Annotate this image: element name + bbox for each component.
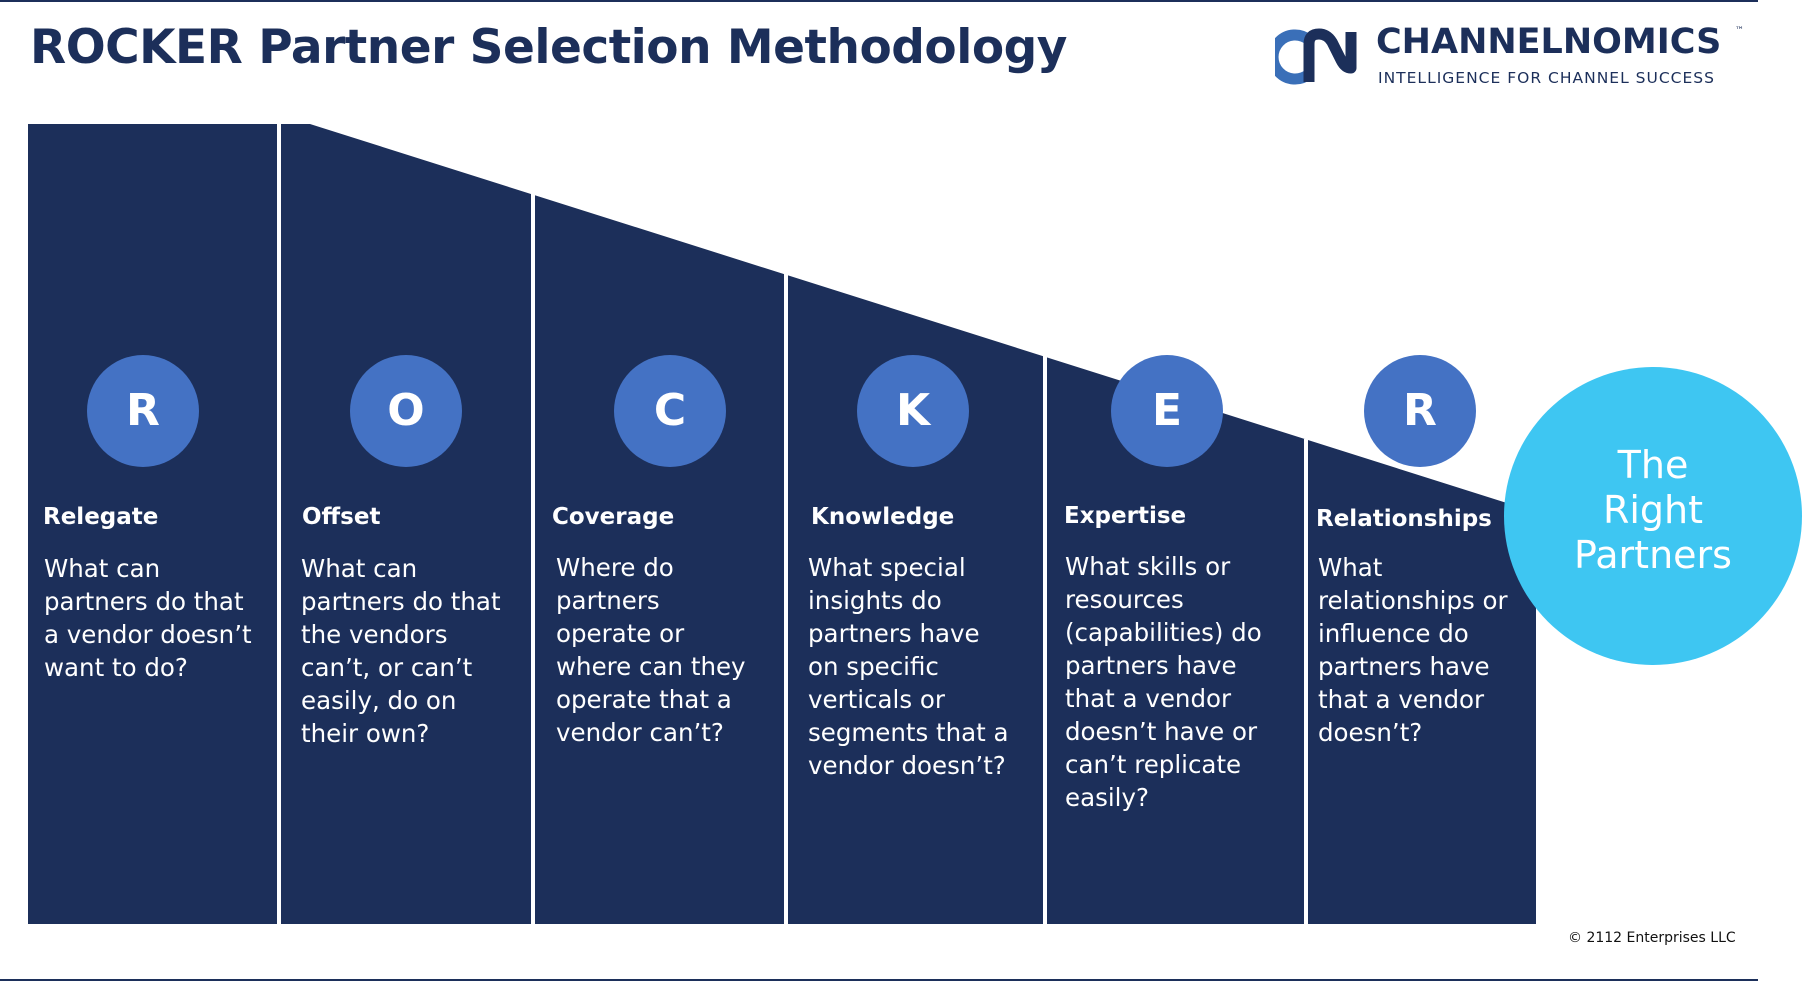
result-circle (1504, 367, 1802, 665)
letter-circle-r: R (87, 355, 199, 467)
step-heading-coverage: Coverage (552, 504, 675, 530)
result-label: The Right Partners (1574, 443, 1732, 577)
channelnomics-cn-icon (1275, 28, 1357, 85)
logo-wordmark: CHANNELNOMICS (1376, 22, 1722, 62)
step-heading-relegate: Relegate (43, 504, 159, 530)
page-title: ROCKER Partner Selection Methodology (30, 20, 1067, 75)
step-heading-offset: Offset (302, 504, 381, 530)
step-question-offset: What can partners do that the vendors ca… (301, 554, 501, 748)
bottom-rule (0, 979, 1758, 981)
step-question-coverage: Where do partners operate or where can t… (556, 553, 746, 747)
step-question-relationships: What relationships or influence do partn… (1318, 553, 1508, 747)
copyright-notice: © 2112 Enterprises LLC (1568, 930, 1736, 946)
step-heading-relationships: Relationships (1316, 506, 1492, 532)
step-question-expertise: What skills or resources (capabilities) … (1065, 552, 1262, 812)
step-question-relegate: What can partners do that a vendor doesn… (44, 554, 252, 682)
step-heading-knowledge: Knowledge (811, 504, 955, 530)
trademark-symbol: ™ (1735, 26, 1744, 36)
letter-circle-e: E (1111, 355, 1223, 467)
letter-circle-o: O (350, 355, 462, 467)
step-heading-expertise: Expertise (1064, 503, 1187, 529)
letter-circle-c: C (614, 355, 726, 467)
letter-circle-k: K (857, 355, 969, 467)
channelnomics-logo: CHANNELNOMICS ™ INTELLIGENCE FOR CHANNEL… (1275, 22, 1755, 92)
funnel-body (28, 124, 1570, 924)
top-rule (0, 0, 1758, 2)
step-question-knowledge: What special insights do partners have o… (808, 553, 1009, 780)
logo-tagline: INTELLIGENCE FOR CHANNEL SUCCESS (1378, 69, 1715, 87)
letter-circle-r-second: R (1364, 355, 1476, 467)
